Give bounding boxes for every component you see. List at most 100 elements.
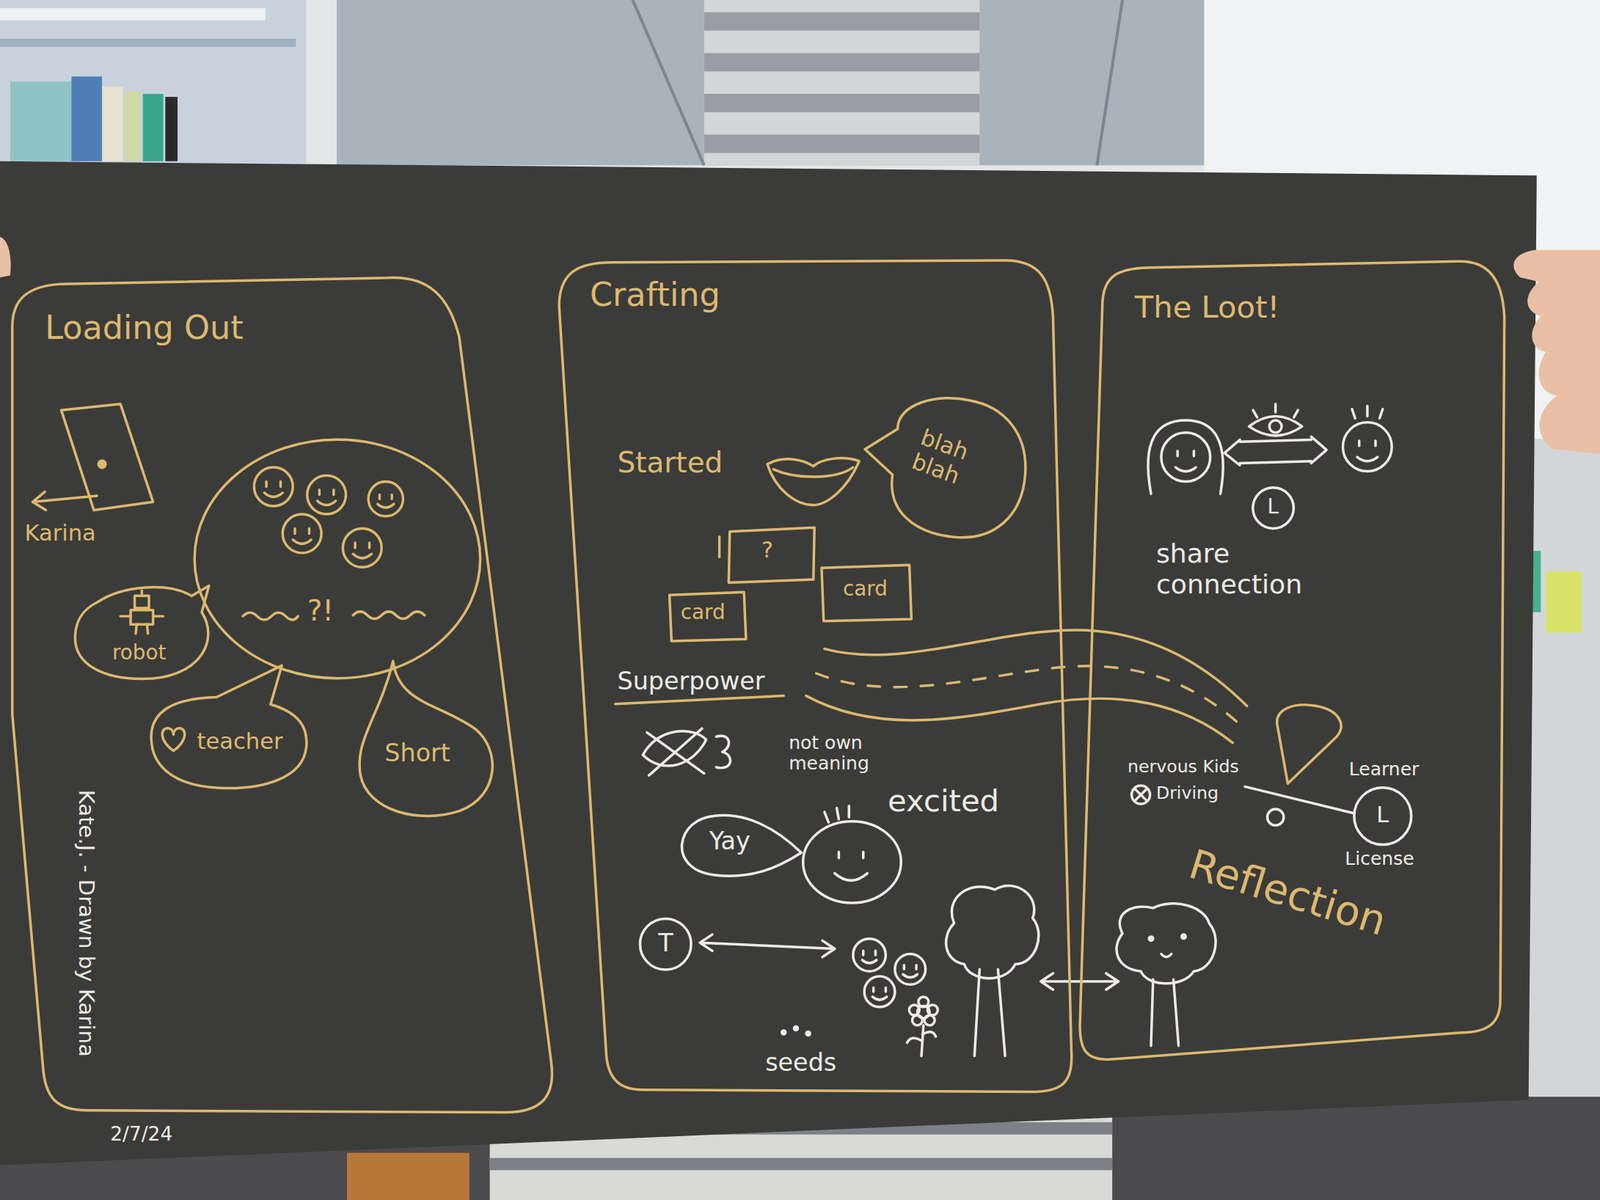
tree [974,969,1006,1056]
badge-caption: License [1344,848,1414,871]
speech-bubble: Yay [677,809,806,884]
leader-line [1244,786,1353,813]
comic-panel: L LearnerLLicense The Loot! [1061,255,1511,1067]
squiggle [242,612,298,620]
note: Started [617,446,724,480]
flower [927,1005,938,1016]
comic-panel-border [559,260,1072,1093]
letter-circle: T [637,916,694,973]
tree [946,886,1039,1057]
license-badge: LearnerLLicense [1338,757,1457,888]
squiggle-mark [716,735,730,769]
crossed-heart [642,728,706,776]
kid-faces [872,987,887,1000]
seed-dots [782,1030,786,1035]
kid-faces [864,976,896,1008]
flower [918,996,929,1008]
speech-bubble-outline [143,641,312,795]
no-symbol [1131,785,1151,805]
room-background [0,38,296,47]
white-sketch [642,404,1392,1057]
credit-note: Kate.J. - Drawn by Karina [73,789,99,1057]
kid-faces [903,965,918,978]
student-faces [368,481,403,517]
bubble-text: Yay [709,827,751,856]
tree-face [1116,903,1216,1047]
card-box: card [665,589,750,645]
heart-icon [162,728,185,752]
speech-bubble: blah blah [851,393,1030,543]
card-box-border [821,565,912,622]
card-box-border [669,592,746,642]
flower [912,1015,923,1026]
lips-icon [767,458,860,506]
learner-face [1175,451,1196,472]
heading-note: Superpower [617,667,766,696]
room-background [632,0,1123,166]
circle-letter: T [658,929,673,958]
exit-arrow [33,491,98,510]
door [60,404,153,511]
speech-bubble-border [75,585,210,679]
panel-title: Loading Out [44,308,243,347]
room-background [704,52,981,72]
room-background [101,86,123,162]
panel-title: Crafting [589,275,721,314]
speech-bubble-border [151,665,307,788]
lips-icon [767,458,860,506]
note: not own meaning [788,732,881,776]
exclamation: ?! [307,594,334,628]
excited-face [824,806,849,823]
bubble-text: Short [384,739,451,768]
bubble-text: teacher [196,728,283,755]
kid-faces [853,939,887,973]
squiggle [352,611,425,620]
crossed-heart [647,728,705,776]
kid-face [1342,422,1392,472]
comic-panel-border [1079,261,1505,1060]
holding-hands [0,236,1600,455]
student-faces [253,467,293,507]
person-name: Karina [24,520,97,546]
speech-bubble-border [681,815,802,877]
room-background [346,1153,470,1200]
flower [907,996,939,1057]
drop-bubble: Short [354,652,503,822]
small-circle [1267,809,1284,826]
road [824,630,1248,706]
eye-icon [1269,420,1282,433]
panel-title: The Loot! [1134,289,1281,325]
flower [908,1005,920,1016]
flower [924,1015,935,1026]
map-pin [1277,704,1342,784]
no-symbol [1131,785,1151,805]
excited-face [803,821,902,904]
card-box: ? [722,524,820,586]
bubble-text: blah blah [908,424,986,495]
door-knob [98,460,106,469]
student-faces [253,467,403,568]
room-background [0,0,306,164]
student-faces [292,528,312,544]
room-background [10,81,72,161]
flower [907,1025,937,1057]
eye-icon [1249,415,1303,436]
drop-bubble-outline [354,652,503,822]
robot-figure [134,595,149,609]
road [806,696,1233,744]
excited-face [834,851,868,881]
lips-icon [773,467,853,477]
kid-faces [853,939,926,1008]
road [806,630,1248,744]
thought-circle: ?! [191,436,484,682]
note: seeds [765,1049,837,1077]
room-background [704,93,981,113]
badge-heading: Learner [1349,759,1420,781]
room-background [704,134,981,154]
underline [615,696,785,705]
circle-letter: L [1267,495,1280,519]
learner-face [1148,420,1223,494]
learner-face [1148,420,1223,494]
